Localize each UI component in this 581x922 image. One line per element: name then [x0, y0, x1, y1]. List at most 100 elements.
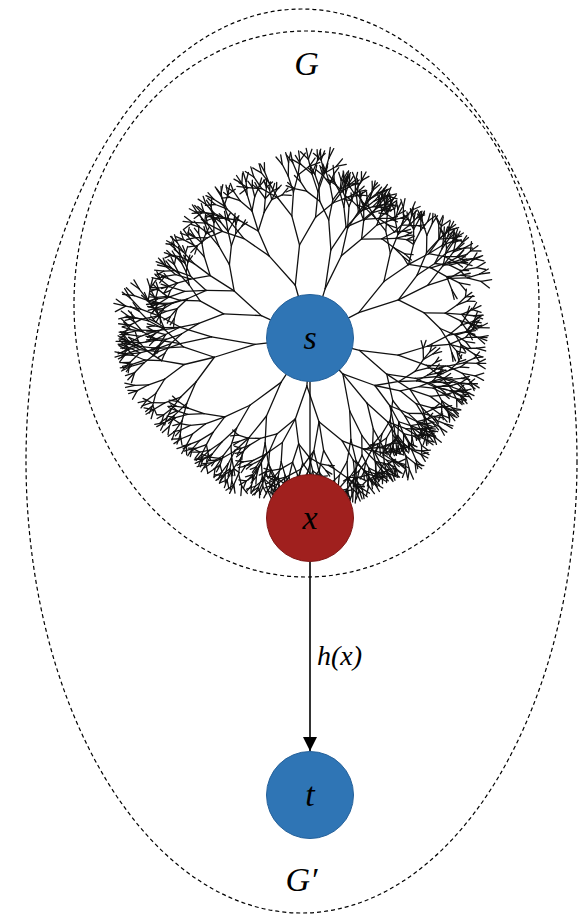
tree-branch — [399, 371, 415, 381]
tree-branch — [411, 424, 420, 426]
tree-branch — [435, 249, 442, 264]
tree-branch — [223, 446, 231, 456]
tree-branch — [375, 462, 376, 474]
tree-branch — [472, 320, 480, 324]
tree-branch — [147, 324, 154, 326]
tree-branch — [184, 222, 192, 229]
tree-branch — [269, 256, 295, 285]
tree-branch — [115, 354, 126, 357]
tree-branch — [471, 246, 478, 251]
tree-branch — [214, 215, 225, 219]
tree-branch — [188, 236, 194, 245]
tree-branch — [431, 268, 447, 277]
tree-branch — [174, 420, 180, 424]
tree-branch — [424, 414, 435, 417]
tree-branch — [292, 192, 294, 216]
tree-branch — [149, 304, 158, 307]
tree-branch — [234, 291, 261, 316]
tree-branch — [164, 409, 172, 415]
tree-branch — [402, 469, 405, 478]
tree-branch — [430, 395, 446, 397]
tree-branch — [363, 448, 379, 449]
tree-branch — [369, 207, 375, 217]
tree-branch — [433, 386, 443, 388]
tree-branch — [120, 366, 131, 367]
tree-branch — [391, 195, 396, 202]
tree-branch — [130, 298, 140, 309]
tree-branch — [342, 441, 353, 460]
tree-branch — [472, 310, 481, 313]
tree-branch — [214, 344, 255, 357]
tree-branch — [375, 381, 399, 385]
tree-branch — [334, 468, 347, 477]
tree-branch — [460, 262, 468, 263]
tree-branch — [185, 263, 191, 276]
tree-branch — [430, 347, 436, 352]
tree-branch — [391, 443, 401, 445]
tree-branch — [355, 492, 356, 503]
tree-branch — [259, 190, 266, 199]
tree-branch — [155, 308, 163, 310]
tree-branch — [299, 174, 301, 182]
tree-branch — [471, 250, 481, 251]
tree-branch — [174, 404, 186, 416]
tree-branch — [439, 370, 445, 373]
tree-branch — [129, 343, 140, 348]
tree-branch — [435, 214, 439, 224]
tree-branch — [261, 463, 262, 477]
tree-branch — [150, 339, 156, 345]
tree-branch — [360, 350, 387, 374]
tree-branch — [155, 335, 166, 340]
tree-branch — [379, 448, 391, 450]
tree-branch — [175, 414, 187, 417]
tree-branch — [415, 464, 416, 473]
tree-branch — [174, 257, 176, 264]
tree-branch — [173, 299, 188, 303]
tree-branch — [427, 435, 434, 436]
tree-branch — [444, 383, 452, 386]
tree-branch — [377, 474, 384, 478]
tree-branch — [240, 188, 248, 194]
tree-branch — [462, 310, 473, 315]
tree-branch — [121, 311, 129, 316]
tree-branch — [119, 316, 129, 318]
tree-branch — [353, 460, 365, 471]
tree-branch — [398, 226, 409, 235]
tree-branch — [131, 319, 142, 325]
tree-branch — [477, 359, 486, 363]
tree-branch — [246, 475, 253, 477]
tree-branch — [265, 416, 266, 443]
tree-branch — [319, 422, 324, 451]
tree-branch — [189, 285, 200, 301]
tree-branch — [167, 251, 172, 256]
tree-branch — [409, 469, 413, 479]
tree-branch — [176, 275, 191, 279]
tree-branch — [329, 220, 331, 250]
tree-branch — [373, 429, 383, 447]
tree-branch — [380, 202, 382, 212]
tree-branch — [428, 428, 435, 430]
tree-branch — [276, 185, 281, 190]
tree-branch — [190, 424, 205, 425]
tree-branch — [428, 278, 450, 285]
tree-branch — [357, 178, 358, 186]
tree-branch — [449, 386, 460, 390]
tree-branch — [278, 198, 292, 216]
tree-branch — [405, 234, 412, 236]
tree-branch — [461, 238, 468, 244]
tree-branch — [175, 421, 182, 431]
tree-branch — [443, 393, 449, 398]
tree-branch — [443, 385, 450, 386]
tree-branch — [265, 172, 270, 183]
tree-branch — [177, 446, 186, 449]
tree-branch — [165, 255, 172, 258]
tree-branch — [445, 313, 460, 320]
tree-branch — [362, 489, 364, 499]
tree-branch — [421, 445, 423, 453]
tree-branch — [461, 258, 474, 260]
tree-branch — [405, 232, 412, 236]
tree-branch — [135, 384, 149, 386]
tree-edge — [309, 382, 310, 474]
tree-branch — [445, 305, 457, 313]
tree-branch — [378, 472, 386, 473]
